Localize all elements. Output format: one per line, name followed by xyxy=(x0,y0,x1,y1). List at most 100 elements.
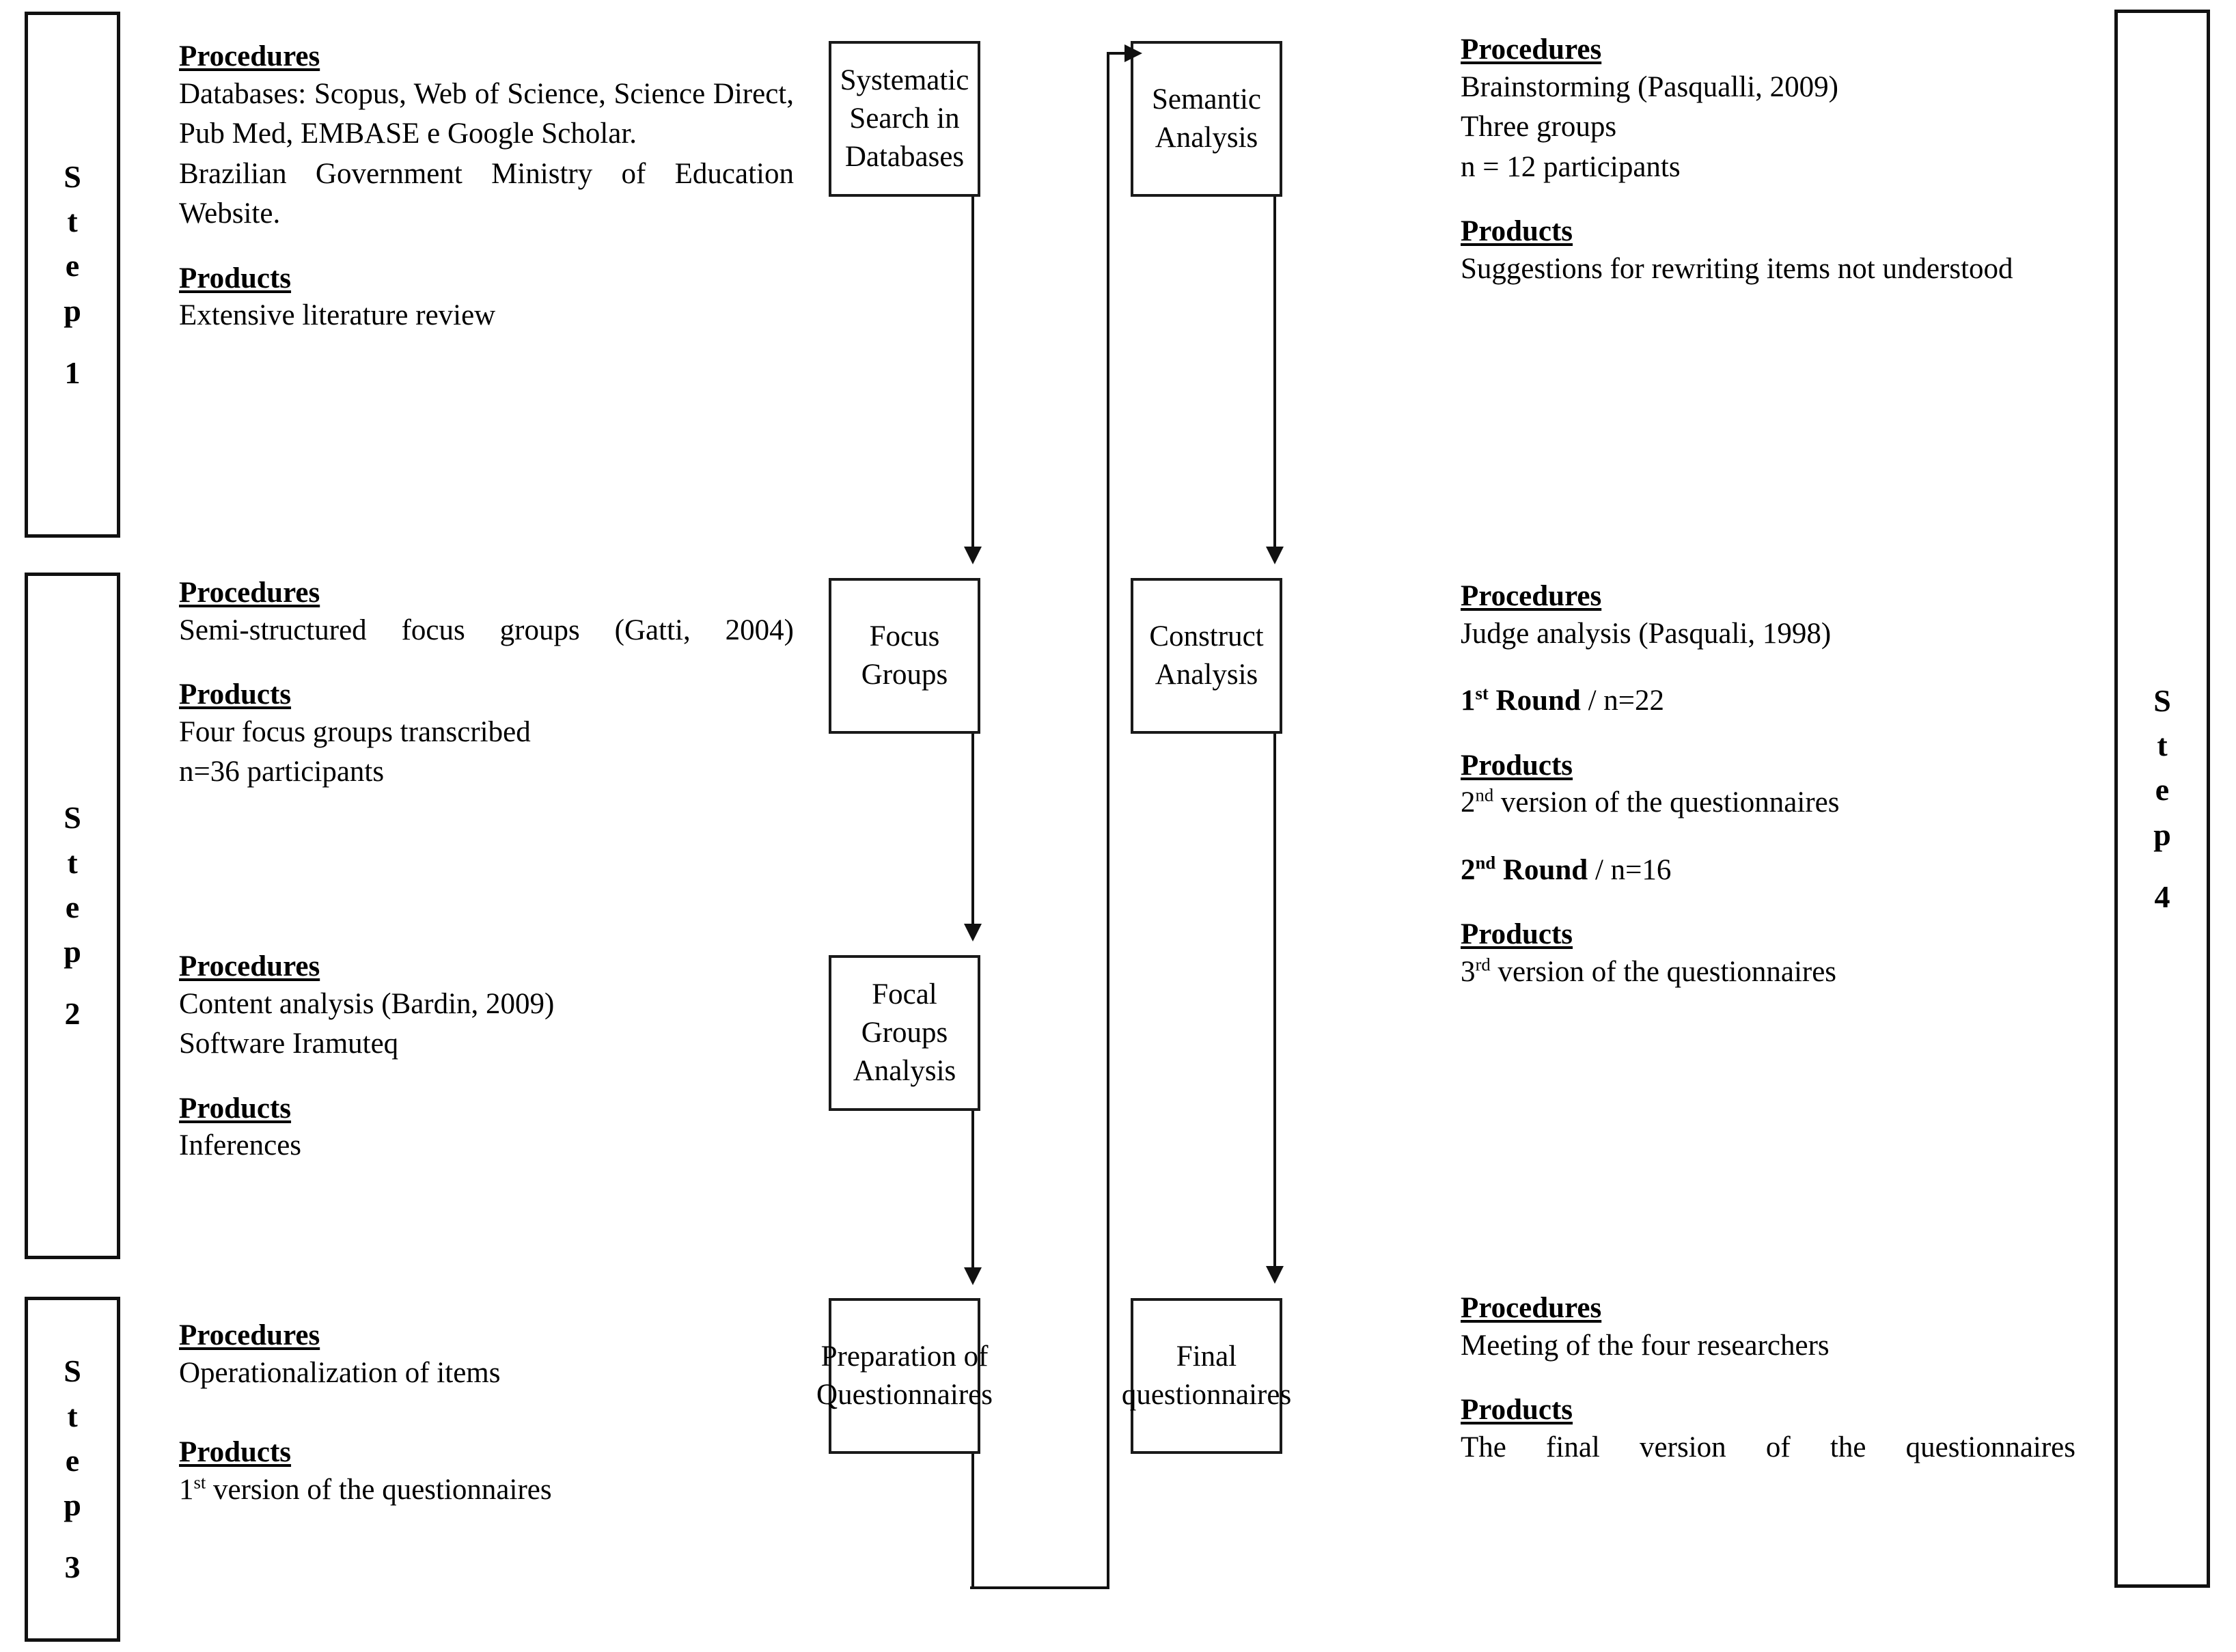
procedures-heading: Procedures xyxy=(1461,1292,1602,1324)
step-4-letters: S t e p 4 xyxy=(2153,678,2171,920)
step-number: 2 xyxy=(64,996,81,1032)
step3-text-column: Procedures Operationalization of items P… xyxy=(179,1319,794,1510)
round-2-label: 2nd Round / n=16 xyxy=(1461,851,2075,890)
step-1-rail: S t e p 1 xyxy=(25,12,120,538)
round-count: / n=22 xyxy=(1580,685,1665,717)
step-letter: t xyxy=(67,1398,78,1433)
right-top-text-column: Procedures Brainstorming (Pasqualli, 200… xyxy=(1461,33,2075,289)
step-letter: t xyxy=(67,204,78,239)
step-letter: S xyxy=(64,159,81,194)
ordinal-number: 1 xyxy=(1461,685,1476,717)
node-focus-groups[interactable]: Focus Groups xyxy=(829,578,980,734)
spacer xyxy=(1461,187,2075,215)
node-construct-analysis[interactable]: Construct Analysis xyxy=(1131,578,1282,734)
loop-segment-up-to-semantic xyxy=(1107,52,1109,1589)
step1-procedures-line-1: Databases: Scopus, Web of Science, Scien… xyxy=(179,77,794,150)
node-label: Semantic Analysis xyxy=(1151,83,1261,154)
step-letter: p xyxy=(64,292,81,328)
step3-procedures-line-1: Operationalization of items xyxy=(179,1356,501,1389)
connector-focalanalysis-to-preparation xyxy=(971,1111,974,1275)
right-top-procedures-line-2: Three groups xyxy=(1461,111,1617,143)
right-bottom-text-column: Procedures Meeting of the four researche… xyxy=(1461,1291,2075,1468)
node-label: Focus Groups xyxy=(861,620,948,691)
step-number: 1 xyxy=(64,355,81,390)
spacer xyxy=(1461,654,2075,681)
ordinal-rest: version of the questionnaires xyxy=(1490,956,1837,989)
step-letter: S xyxy=(64,800,81,836)
step-3-letters: S t e p 3 xyxy=(64,1349,81,1590)
step-3-rail: S t e p 3 xyxy=(25,1297,120,1642)
ordinal-suffix: nd xyxy=(1475,852,1496,873)
step-letter: S xyxy=(64,1353,81,1389)
ordinal-number: 2 xyxy=(1461,853,1476,886)
node-label: Preparation of Questionnaires xyxy=(816,1340,993,1411)
right-middle-procedures-line-1: Judge analysis (Pasquali, 1998) xyxy=(1461,617,1832,650)
products-heading: Products xyxy=(179,262,292,294)
step-letter: e xyxy=(65,1442,80,1478)
node-label: Focal Groups Analysis xyxy=(853,978,956,1087)
right-bottom-products-line-1: The final version of the questionnaires xyxy=(1461,1431,2075,1463)
arrowhead-down-icon xyxy=(964,924,982,941)
step-number: 3 xyxy=(64,1550,81,1585)
step2a-procedures-line-1: Semi-structured focus groups (Gatti, 200… xyxy=(179,614,794,646)
right-top-procedures-line-1: Brainstorming (Pasqualli, 2009) xyxy=(1461,70,1838,103)
procedures-heading: Procedures xyxy=(1461,580,1602,612)
step2a-products-line-1: Four focus groups transcribed xyxy=(179,715,531,748)
step-letter: e xyxy=(65,248,80,284)
ordinal-suffix: nd xyxy=(1475,785,1494,806)
step2b-text-column: Procedures Content analysis (Bardin, 200… xyxy=(179,950,794,1166)
connector-search-to-focusgroups xyxy=(971,197,974,552)
step1-procedures-line-2: Brazilian Government Ministry of Educati… xyxy=(179,157,794,230)
ordinal-suffix: st xyxy=(1475,683,1489,704)
step2b-procedures-line-2: Software Iramuteq xyxy=(179,1028,399,1060)
round-count: / n=16 xyxy=(1588,853,1672,886)
ordinal-rest: version of the questionnaires xyxy=(206,1473,552,1506)
procedures-heading: Procedures xyxy=(1461,33,1602,66)
spacer xyxy=(1461,1366,2075,1393)
node-label: Systematic Search in Databases xyxy=(840,64,969,173)
step-letter: p xyxy=(2153,816,2171,852)
node-label: Final questionnaires xyxy=(1121,1340,1292,1411)
ordinal-rest: Round xyxy=(1488,685,1581,717)
procedures-heading: Procedures xyxy=(179,40,320,72)
step2b-products-line-1: Inferences xyxy=(179,1129,302,1162)
step2a-text-column: Procedures Semi-structured focus groups … xyxy=(179,576,794,793)
products-heading: Products xyxy=(1461,749,1573,782)
node-preparation-questionnaires[interactable]: Preparation of Questionnaires xyxy=(816,1298,993,1454)
arrowhead-down-icon xyxy=(964,547,982,564)
spacer xyxy=(1461,721,2075,749)
products-heading: Products xyxy=(179,1436,292,1469)
ordinal-number: 3 xyxy=(1461,956,1476,989)
connector-construct-to-final xyxy=(1273,734,1276,1271)
procedures-heading: Procedures xyxy=(179,577,320,609)
node-systematic-search[interactable]: Systematic Search in Databases xyxy=(829,41,980,197)
step1-products-line-1: Extensive literature review xyxy=(179,299,496,332)
products-heading: Products xyxy=(1461,1394,1573,1427)
ordinal-number: 1 xyxy=(179,1473,194,1506)
spacer xyxy=(1461,823,2075,851)
step1-text-column: Procedures Databases: Scopus, Web of Sci… xyxy=(179,40,794,336)
node-final-questionnaires[interactable]: Final questionnaires xyxy=(1122,1298,1291,1454)
step-letter: e xyxy=(65,889,80,924)
products-heading: Products xyxy=(1461,215,1573,248)
step-letter: S xyxy=(2153,683,2171,718)
node-semantic-analysis[interactable]: Semantic Analysis xyxy=(1131,41,1282,197)
step-letter: t xyxy=(2157,728,2168,763)
products-heading: Products xyxy=(179,1092,292,1125)
step-letter: p xyxy=(64,1487,81,1523)
step-2-letters: S t e p 2 xyxy=(64,795,81,1036)
arrowhead-down-icon xyxy=(964,1267,982,1285)
ordinal-rest: Round xyxy=(1495,853,1588,886)
spacer xyxy=(179,1393,794,1435)
node-focal-groups-analysis[interactable]: Focal Groups Analysis xyxy=(829,955,980,1111)
loop-segment-down-from-preparation xyxy=(971,1454,974,1589)
procedures-heading: Procedures xyxy=(179,1319,320,1351)
products-heading: Products xyxy=(179,678,292,711)
right-middle-products-2: 3rd version of the questionnaires xyxy=(1461,952,2075,992)
step-letter: t xyxy=(67,844,78,880)
spacer xyxy=(179,650,794,678)
round-1-label: 1st Round / n=22 xyxy=(1461,681,2075,721)
right-top-products-line-1: Suggestions for rewriting items not unde… xyxy=(1461,252,2013,285)
step-4-rail: S t e p 4 xyxy=(2114,10,2210,1588)
